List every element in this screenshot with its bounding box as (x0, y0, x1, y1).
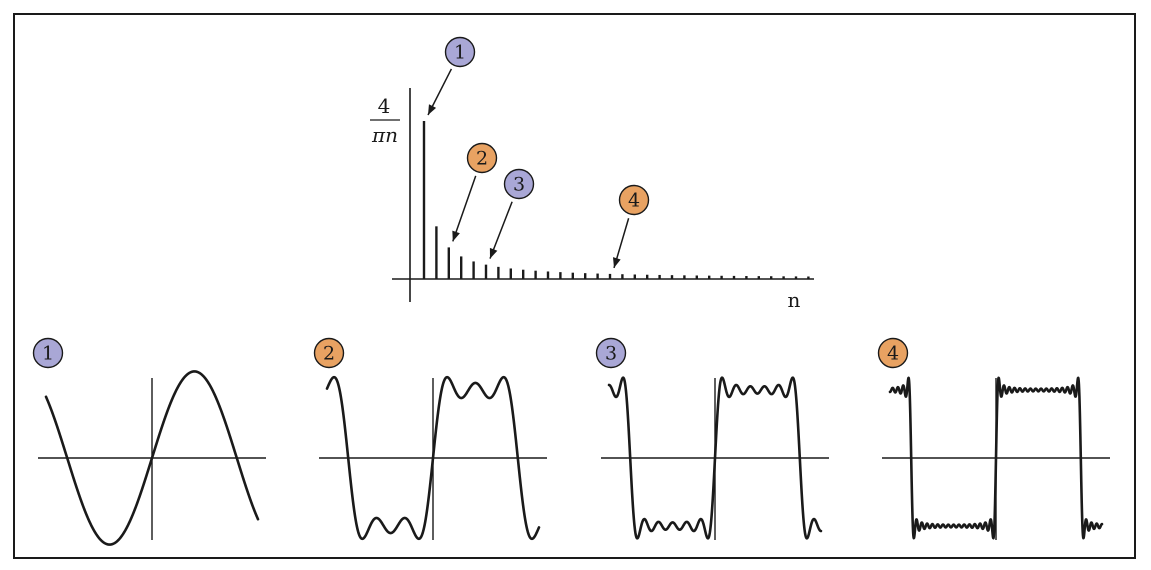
annotation-badge-2: 2 (466, 142, 498, 174)
reconstruction-panels: 1 2 3 4 (32, 337, 1110, 546)
panel-2-badge-label: 2 (323, 343, 335, 365)
panel-4-badge-label: 4 (887, 343, 899, 365)
panel-1-badge-label: 1 (42, 343, 54, 365)
annotation-badge-1-label: 1 (454, 42, 466, 64)
figure-frame (13, 13, 1136, 559)
panel-4-badge: 4 (877, 337, 909, 369)
panel-1-waveform (44, 370, 260, 546)
annotation-badge-2-label: 2 (476, 148, 488, 170)
x-label: n (788, 288, 801, 312)
annotation-arrow-3 (489, 201, 513, 259)
panel-4-waveform (888, 376, 1104, 540)
panel-1-badge: 1 (32, 337, 64, 369)
annotation-badge-3-label: 3 (513, 174, 525, 196)
annotation-badge-4: 4 (618, 184, 650, 216)
panel-2-waveform (325, 375, 541, 541)
panel-2: 2 (313, 337, 547, 541)
panel-3-waveform (607, 376, 823, 540)
panel-4: 4 (877, 337, 1110, 540)
spectrum-annotations: 1 2 3 4 (427, 36, 650, 269)
annotation-badge-4-label: 4 (628, 190, 640, 212)
annotation-arrowhead-4 (612, 257, 621, 268)
annotation-arrow-2 (452, 175, 477, 242)
spectrum-chart: 4 πn n 1 2 3 4 (370, 36, 814, 312)
annotation-arrowhead-1 (428, 104, 437, 115)
panel-3-badge: 3 (595, 337, 627, 369)
annotation-arrowhead-3 (489, 247, 498, 259)
y-label-numerator: 4 (378, 94, 391, 118)
y-label-denominator: πn (371, 123, 398, 147)
panel-3-badge-label: 3 (605, 343, 617, 365)
panel-1: 1 (32, 337, 266, 546)
panel-3: 3 (595, 337, 829, 540)
annotation-arrowhead-2 (452, 230, 460, 242)
annotation-badge-1: 1 (444, 36, 476, 68)
spectrum-bars (422, 121, 810, 279)
panel-2-badge: 2 (313, 337, 345, 369)
annotation-badge-3: 3 (503, 168, 535, 200)
